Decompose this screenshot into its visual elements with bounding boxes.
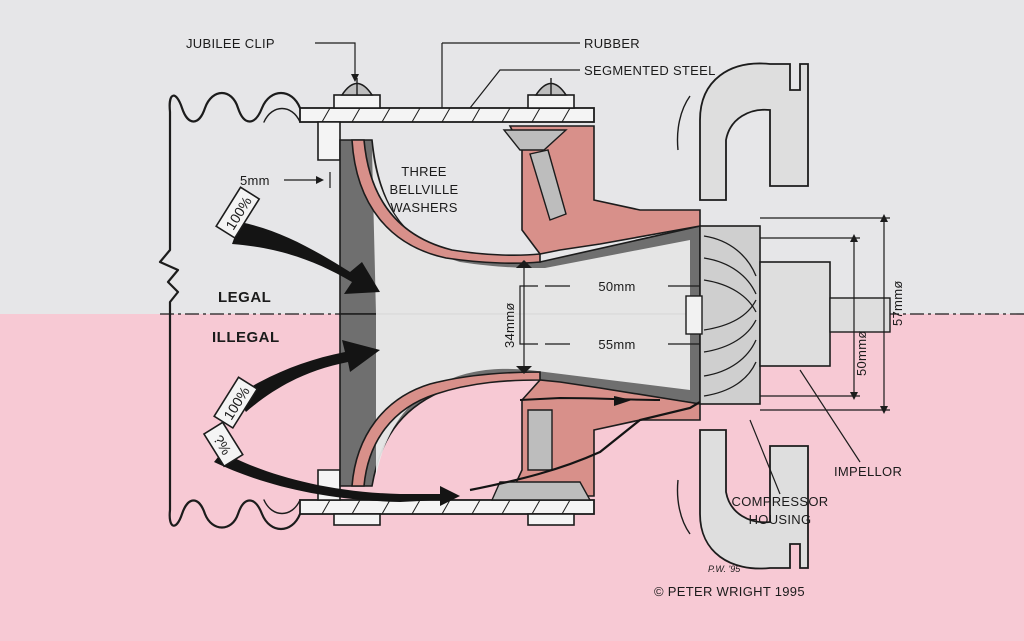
label-rubber: RUBBER	[584, 36, 640, 51]
rubber-strip-top	[299, 107, 595, 123]
label-50mm-dia: 50mmø	[854, 330, 869, 376]
label-34mm-dia: 34mmø	[502, 302, 517, 348]
arrow-legal-100	[232, 222, 380, 294]
jubilee-clip-right	[527, 78, 575, 109]
segmented-steel-bottom	[490, 481, 592, 501]
label-jubilee-clip: JUBILEE CLIP	[186, 36, 275, 51]
label-50mm-length: 50mm	[598, 279, 635, 294]
label-copyright: © PETER WRIGHT 1995	[654, 584, 805, 599]
compressor-housing	[676, 62, 809, 570]
impellor-wheel	[685, 225, 891, 405]
arrow-illegal-100	[236, 340, 380, 412]
segmented-steel-top	[502, 129, 568, 151]
label-washers: WASHERS	[390, 200, 457, 215]
label-housing: HOUSING	[749, 512, 812, 527]
intake-wall-top	[351, 139, 541, 264]
washer-stack-bottom	[527, 409, 553, 471]
label-three: THREE	[401, 164, 447, 179]
washer-housing-bottom	[508, 379, 701, 497]
arrowheads	[316, 74, 888, 414]
label-segmented-steel: SEGMENTED STEEL	[584, 63, 716, 78]
leader-lines	[284, 42, 890, 495]
intake-wall-bottom	[351, 371, 541, 487]
label-impellor: IMPELLOR	[834, 464, 902, 479]
label-signature: P.W. '95	[708, 564, 741, 574]
label-55mm-length: 55mm	[598, 337, 635, 352]
label-bellville: BELLVILLE	[390, 182, 459, 197]
clip-foot-bottom-right	[527, 513, 575, 526]
label-compressor: COMPRESSOR	[732, 494, 829, 509]
restrictor-throat	[372, 150, 690, 476]
rubber-hose-top	[158, 91, 302, 530]
clip-foot-bottom-left	[333, 513, 381, 526]
label-legal: LEGAL	[218, 289, 271, 306]
washer-housing-top	[508, 125, 701, 255]
label-illegal: ILLEGAL	[212, 329, 280, 346]
inlet-flange-top	[317, 121, 341, 161]
jubilee-clip-left	[333, 78, 381, 109]
label-57mm-dia: 57mmø	[890, 280, 905, 326]
arrow-illegal-unknown	[214, 396, 701, 506]
washer-stack-top	[529, 149, 567, 221]
rubber-hose-inner	[263, 107, 301, 515]
label-5mm: 5mm	[240, 173, 270, 188]
strip-hatching	[321, 107, 571, 515]
